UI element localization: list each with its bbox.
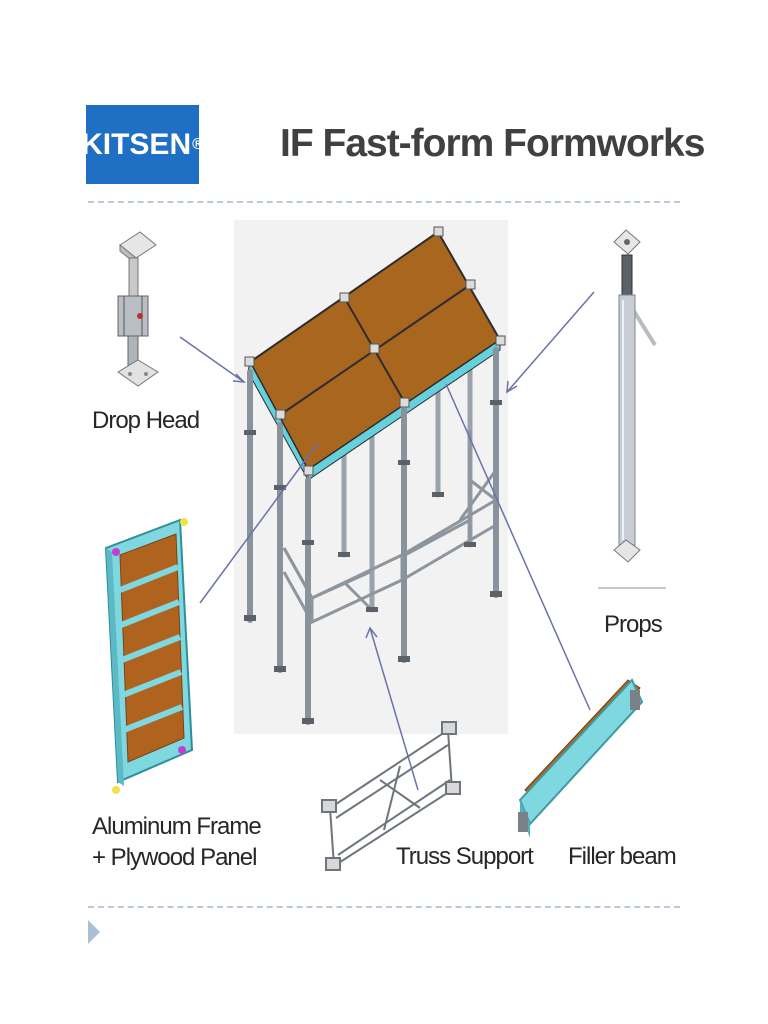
label-plywood-panel: + Plywood Panel	[92, 844, 257, 871]
drop-head-illustration	[117, 231, 159, 387]
label-drop-head: Drop Head	[92, 407, 200, 434]
label-props: Props	[604, 611, 663, 638]
callout-lines	[179, 291, 595, 791]
formwork-assembly	[244, 226, 506, 725]
logo-registered-mark: ®	[192, 135, 204, 153]
top-divider	[88, 201, 680, 203]
truss-support-illustration	[321, 721, 461, 871]
aluminum-frame-panel-illustration	[104, 518, 194, 794]
kitsen-logo: KITSEN®	[81, 105, 204, 184]
bottom-divider	[88, 906, 680, 908]
page-title: IF Fast-form Formworks	[280, 122, 705, 165]
label-filler-beam: Filler beam	[568, 843, 677, 870]
props-illustration	[598, 229, 666, 589]
label-truss-support: Truss Support	[396, 843, 534, 870]
label-aluminum-frame: Aluminum Frame	[92, 813, 262, 840]
filler-beam-illustration	[518, 678, 644, 838]
logo-text: KITSEN	[81, 127, 192, 161]
slide-advance-arrow-icon[interactable]	[88, 920, 100, 944]
